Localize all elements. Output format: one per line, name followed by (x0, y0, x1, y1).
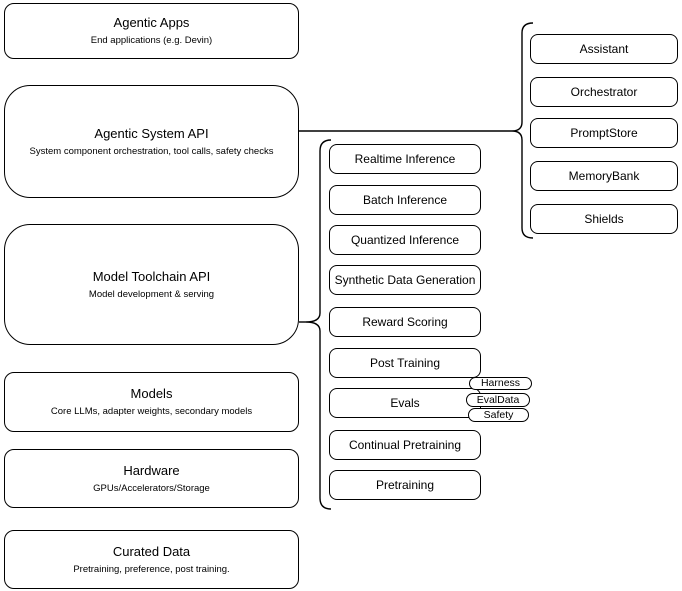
node-subtitle: End applications (e.g. Devin) (90, 35, 213, 46)
node-agentic-system-api: Agentic System API System component orch… (4, 85, 299, 198)
node-curated-data: Curated Data Pretraining, preference, po… (4, 530, 299, 589)
node-label: Realtime Inference (354, 152, 456, 166)
tag-label: Safety (483, 408, 514, 421)
node-label: Synthetic Data Generation (334, 273, 476, 287)
node-models: Models Core LLMs, adapter weights, secon… (4, 372, 299, 432)
node-title: Curated Data (112, 543, 191, 559)
node-reward-scoring: Reward Scoring (329, 307, 481, 337)
toolchain-brace (305, 139, 332, 510)
node-evals: Evals (329, 388, 481, 418)
node-label: Assistant (579, 42, 629, 56)
node-shields: Shields (530, 204, 678, 234)
node-label: Batch Inference (362, 193, 448, 207)
node-label: Continual Pretraining (348, 438, 462, 452)
node-label: Orchestrator (570, 85, 638, 99)
tag-harness: Harness (469, 377, 532, 390)
node-post-training: Post Training (329, 348, 481, 378)
node-subtitle: Model development & serving (88, 288, 215, 300)
node-label: PromptStore (570, 126, 638, 140)
node-label: Post Training (369, 356, 441, 370)
node-hardware: Hardware GPUs/Accelerators/Storage (4, 449, 299, 508)
node-label: Shields (584, 212, 624, 226)
tag-evaldata: EvalData (466, 393, 530, 407)
node-realtime-inference: Realtime Inference (329, 144, 481, 174)
node-title: Agentic Apps (113, 15, 190, 30)
node-continual-pretraining: Continual Pretraining (329, 430, 481, 460)
node-title: Hardware (123, 462, 180, 478)
node-subtitle: Pretraining, preference, post training. (73, 563, 230, 575)
node-label: Quantized Inference (350, 233, 460, 247)
node-label: Evals (390, 396, 420, 410)
node-label: Pretraining (375, 478, 435, 492)
node-title: Model Toolchain API (92, 268, 211, 284)
node-subtitle: System component orchestration, tool cal… (29, 145, 274, 157)
node-synthetic-data-generation: Synthetic Data Generation (329, 265, 481, 295)
tag-label: Harness (480, 377, 521, 390)
node-assistant: Assistant (530, 34, 678, 64)
node-orchestrator: Orchestrator (530, 77, 678, 107)
node-promptstore: PromptStore (530, 118, 678, 148)
node-title: Models (130, 386, 173, 401)
node-model-toolchain-api: Model Toolchain API Model development & … (4, 224, 299, 345)
tag-label: EvalData (476, 393, 520, 406)
node-title: Agentic System API (94, 125, 209, 141)
node-subtitle: Core LLMs, adapter weights, secondary mo… (50, 406, 253, 417)
node-memorybank: MemoryBank (530, 161, 678, 191)
node-label: MemoryBank (568, 169, 640, 183)
node-quantized-inference: Quantized Inference (329, 225, 481, 255)
node-subtitle: GPUs/Accelerators/Storage (93, 482, 210, 494)
tag-safety: Safety (468, 408, 529, 422)
node-agentic-apps: Agentic Apps End applications (e.g. Devi… (4, 3, 299, 59)
node-batch-inference: Batch Inference (329, 185, 481, 215)
node-pretraining: Pretraining (329, 470, 481, 500)
node-label: Reward Scoring (362, 315, 448, 329)
